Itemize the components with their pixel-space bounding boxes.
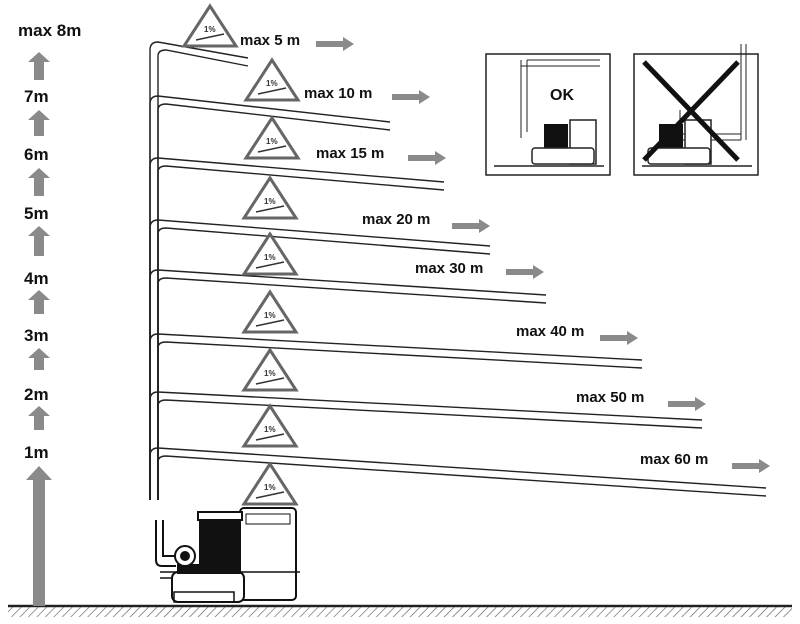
- slope-label: 1%: [264, 483, 276, 492]
- height-arrow-main: [26, 466, 52, 606]
- length-arrow: [668, 397, 706, 411]
- slope-warning-icon: 1%: [241, 347, 299, 392]
- pipe-run: [149, 157, 445, 500]
- slope-label: 1%: [204, 25, 216, 34]
- height-label-1m: 1m: [24, 443, 49, 462]
- height-arrow: [28, 110, 50, 136]
- height-arrow: [28, 52, 50, 80]
- slope-label: 1%: [264, 197, 276, 206]
- length-arrow: [600, 331, 638, 345]
- slope-warning-icon: 1%: [241, 231, 299, 276]
- slope-warning-icon: 1%: [243, 57, 301, 102]
- length-label-50m: max 50 m: [576, 389, 644, 406]
- slope-label: 1%: [266, 137, 278, 146]
- length-label-20m: max 20 m: [362, 211, 430, 228]
- pipe-run: [149, 333, 643, 500]
- length-label-40m: max 40 m: [516, 323, 584, 340]
- slope-label: 1%: [264, 311, 276, 320]
- height-arrow: [28, 348, 50, 370]
- slope-warning-icon: 1%: [241, 403, 299, 448]
- height-label-2m: 2m: [24, 385, 49, 404]
- pipe-run: [149, 41, 249, 500]
- length-label-60m: max 60 m: [640, 451, 708, 468]
- length-label-15m: max 15 m: [316, 145, 384, 162]
- ok-label: OK: [550, 87, 574, 104]
- discharge-pipes: [149, 41, 767, 500]
- length-arrow: [452, 219, 490, 233]
- height-scale: max 8m 7m 6m 5m 4m 3m 2m 1m: [18, 21, 81, 462]
- slope-warning-icon: 1%: [241, 461, 299, 506]
- length-labels: max 5 m max 10 m max 15 m max 20 m max 3…: [240, 32, 708, 468]
- height-arrow: [28, 226, 50, 256]
- length-label-30m: max 30 m: [415, 260, 483, 277]
- length-arrow: [316, 37, 354, 51]
- not-ok-panel: [633, 44, 759, 176]
- height-arrow: [28, 406, 50, 430]
- slope-warning-icon: 1%: [241, 175, 299, 220]
- slope-warning-icon: 1%: [181, 3, 239, 48]
- length-arrow: [506, 265, 544, 279]
- height-label-4m: 4m: [24, 269, 49, 288]
- height-arrow: [28, 168, 50, 196]
- pipe-run: [149, 219, 491, 500]
- length-label-5m: max 5 m: [240, 32, 300, 49]
- slope-warning-icon: 1%: [243, 115, 301, 160]
- height-label-3m: 3m: [24, 326, 49, 345]
- height-arrow: [28, 290, 50, 314]
- pump-unit: [155, 507, 300, 603]
- length-arrow: [732, 459, 770, 473]
- slope-label: 1%: [264, 253, 276, 262]
- pipe-run: [149, 95, 391, 500]
- slope-label: 1%: [266, 79, 278, 88]
- pipe-run: [149, 269, 547, 500]
- length-label-10m: max 10 m: [304, 85, 372, 102]
- slope-label: 1%: [264, 425, 276, 434]
- height-label-5m: 5m: [24, 204, 49, 223]
- length-arrows: [316, 37, 770, 473]
- ground: [8, 604, 792, 617]
- slope-triangles: 1% 1% 1% 1% 1% 1% 1% 1% 1%: [181, 3, 301, 506]
- slope-warning-icon: 1%: [241, 289, 299, 334]
- height-scale-arrows: [26, 52, 52, 606]
- height-label-6m: 6m: [24, 145, 49, 164]
- pipe-run: [149, 391, 703, 500]
- length-arrow: [408, 151, 446, 165]
- height-label-8m: max 8m: [18, 21, 81, 40]
- pipe-run: [149, 447, 767, 500]
- ok-panel: OK: [485, 53, 611, 176]
- length-arrow: [392, 90, 430, 104]
- slope-label: 1%: [264, 369, 276, 378]
- height-label-7m: 7m: [24, 87, 49, 106]
